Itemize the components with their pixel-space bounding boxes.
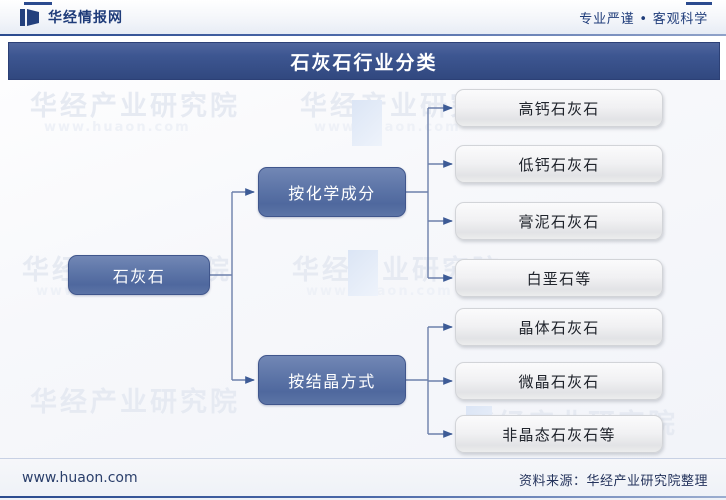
book-icon	[20, 8, 39, 26]
watermark-site: www.huaon.com	[44, 120, 191, 135]
node-label: 按结晶方式	[288, 372, 376, 391]
diagram-leaf-marl[interactable]: 膏泥石灰石	[455, 202, 663, 240]
footer-divider-top	[0, 458, 726, 459]
brand-label: 华经情报网	[48, 10, 123, 26]
header-tagline: 专业严谨 • 客观科学	[579, 12, 708, 27]
footer-site-url[interactable]: www.huaon.com	[22, 470, 138, 486]
chart-title-bar: 石灰石行业分类	[8, 42, 720, 80]
diagram-leaf-microcrystalline[interactable]: 微晶石灰石	[455, 362, 663, 400]
node-label: 石灰石	[112, 267, 166, 286]
page-title: 石灰石行业分类	[290, 51, 438, 74]
watermark-plate	[348, 250, 378, 296]
footer-divider-bottom	[0, 496, 726, 498]
diagram-node-branch-crystal[interactable]: 按结晶方式	[258, 355, 406, 405]
node-label: 高钙石灰石	[518, 99, 600, 118]
watermark-brand: 华经产业研究院	[30, 91, 240, 122]
diagram-node-branch-chemical[interactable]: 按化学成分	[258, 167, 406, 217]
diagram-node-root[interactable]: 石灰石	[68, 255, 210, 295]
node-label: 微晶石灰石	[518, 372, 600, 391]
header-accent-left	[24, 2, 52, 5]
watermark-site: www.huaon.com	[314, 120, 461, 135]
node-label: 低钙石灰石	[518, 155, 600, 174]
node-label: 膏泥石灰石	[518, 212, 600, 231]
watermark-site: www.huaon.com	[306, 284, 453, 299]
page-footer: www.huaon.com 资料来源：华经产业研究院整理	[0, 458, 726, 500]
diagram-canvas: 华经产业研究院 www.huaon.com 华经产业研究院 www.huaon.…	[0, 80, 726, 458]
node-label: 按化学成分	[288, 184, 376, 203]
header-divider	[0, 34, 726, 36]
diagram-leaf-amorphous[interactable]: 非晶态石灰石等	[455, 415, 663, 453]
site-header: 华经情报网 专业严谨 • 客观科学	[0, 0, 726, 34]
diagram-leaf-chalk[interactable]: 白垩石等	[455, 259, 663, 297]
node-label: 非晶态石灰石等	[502, 425, 616, 444]
node-label: 晶体石灰石	[518, 318, 600, 337]
header-accent-right	[686, 2, 712, 5]
watermark-brand: 华经产业研究院	[30, 387, 240, 418]
diagram-leaf-crystalline[interactable]: 晶体石灰石	[455, 308, 663, 346]
diagram-leaf-low-calcium[interactable]: 低钙石灰石	[455, 145, 663, 183]
footer-source: 资料来源：华经产业研究院整理	[518, 474, 708, 489]
diagram-leaf-high-calcium[interactable]: 高钙石灰石	[455, 89, 663, 127]
brand[interactable]: 华经情报网	[20, 7, 123, 27]
watermark-plate	[352, 100, 382, 146]
node-label: 白垩石等	[526, 269, 592, 288]
